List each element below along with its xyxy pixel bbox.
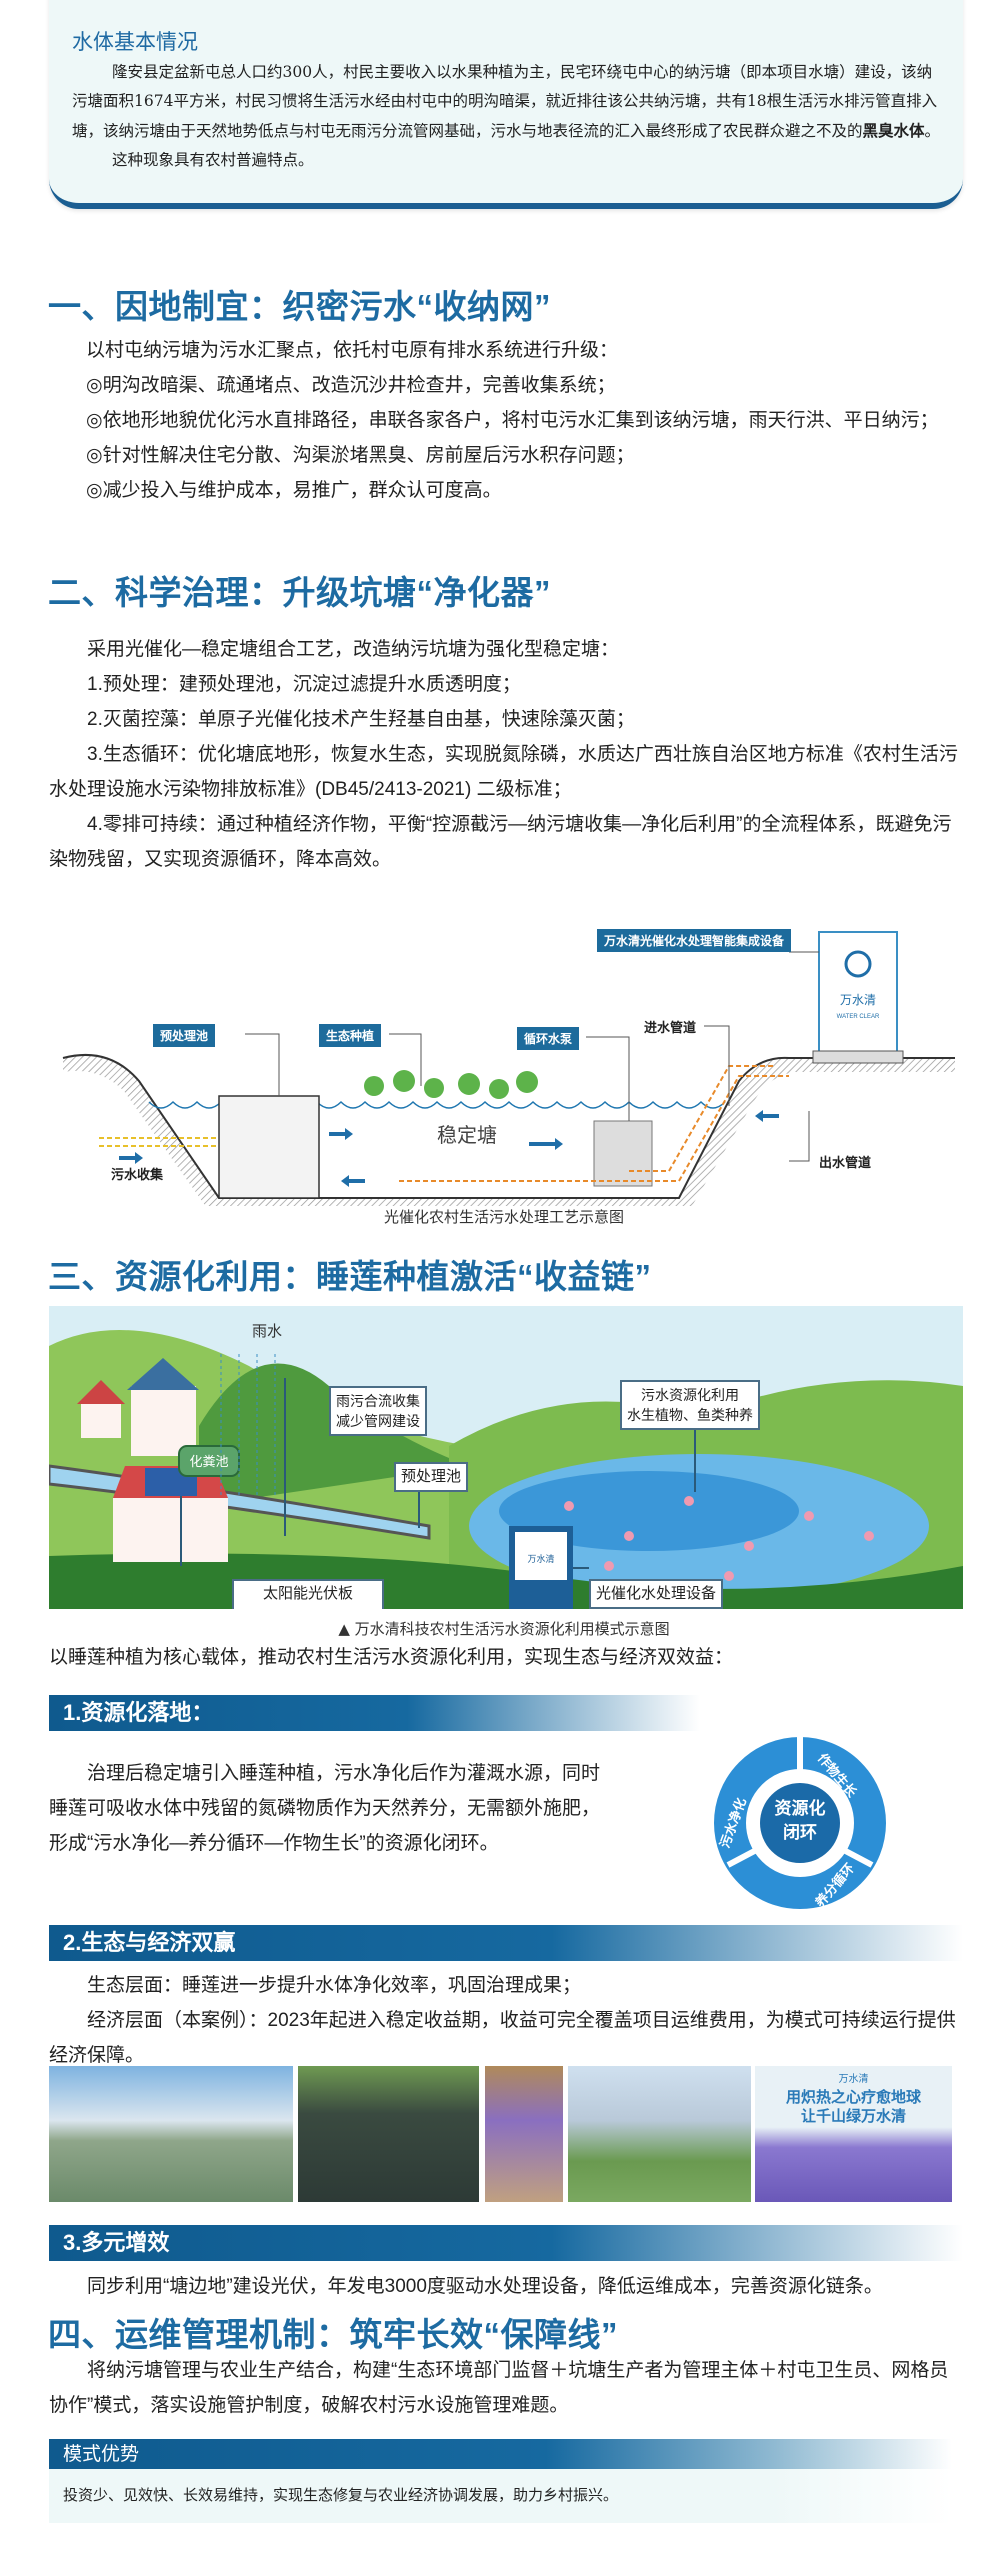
section1-title: 一、因地制宜：织密污水“收纳网” <box>48 288 551 325</box>
device-brand: 万水清 <box>840 993 876 1007</box>
resource-cycle-diagram: 资源化 闭环 作物生长 养分循环 污水净化 <box>712 1735 888 1911</box>
pretreatment-label: 预处理池 <box>153 1024 216 1047</box>
lotus-plants <box>364 1070 538 1099</box>
subsection2-text: 生态层面：睡莲进一步提升水体净化效率，巩固治理成果； 经济层面（本案例）：202… <box>49 1968 963 2073</box>
section2-item: 4.零排可持续：通过种植经济作物，平衡“控源截污—纳污塘收集—净化后利用”的全流… <box>49 814 952 870</box>
stabilization-pond-label: 稳定塘 <box>437 1124 497 1147</box>
section2-item: 2.灭菌控藻：单原子光催化技术产生羟基自由基，快速除藻灭菌； <box>87 709 635 730</box>
section3-title: 三、资源化利用：睡莲种植激活“收益链” <box>48 1258 652 1295</box>
intro-card <box>49 0 963 209</box>
subsection1-text: 治理后稳定塘引入睡莲种植，污水净化后作为灌溉水源，同时睡莲可吸收水体中残留的氮磷… <box>49 1756 609 1861</box>
resource-reuse-label: 污水资源化利用 水生植物、鱼类种养 <box>620 1380 760 1430</box>
intro-paragraph-end: 。 <box>924 122 941 140</box>
intro-paragraph: 隆安县定盆新屯总人口约300人，村民主要收入以水果种植为主，民宅环绕屯中心的纳污… <box>72 63 938 140</box>
cycle-center: 资源化 闭环 <box>774 1799 826 1842</box>
pretreatment-label: 预处理池 <box>394 1462 469 1492</box>
section2-item: 3.生态循环：优化塘底地形，恢复水生态，实现脱氮除磷，水质达广西壮族自治区地方标… <box>49 744 958 800</box>
inlet-pipe-label: 进水管道 <box>644 1020 697 1035</box>
pretreatment-tank <box>218 1095 320 1199</box>
section1-body: 以村屯纳污塘为污水汇聚点，依托村屯原有排水系统进行升级： ◎明沟改暗渠、疏通堵点… <box>86 333 966 508</box>
economy-line: 经济层面（本案例）：2023年起进入稳定收益期，收益可完全覆盖项目运维费用，为模… <box>49 2010 956 2066</box>
device-brand-en: WATER CLEAR <box>837 1014 880 1020</box>
photo-slogan: 用炽热之心疗愈地球 让千山绿万水清 <box>785 2089 921 2125</box>
photo-harvest <box>298 2066 479 2202</box>
diagram-caption: 光催化农村生活污水处理工艺示意图 <box>383 1209 624 1226</box>
section1-line: ◎明沟改暗渠、疏通堵点、改造沉沙井检查井，完善收集系统； <box>86 375 616 396</box>
photo-brand: 万水清 <box>838 2074 869 2085</box>
advantage-text: 投资少、见效快、长效易维持，实现生态修复与农业经济协调发展，助力乡村振兴。 <box>63 2486 619 2504</box>
section1-line: ◎依地形地貌优化污水直排路径，串联各家各户，将村屯污水汇集到该纳污塘，雨天行洪、… <box>86 410 939 431</box>
resource-illustration: 万水清 化粪池 雨水 雨污合流收集 减少管网建设 污水资源化利用 水生植物、鱼类… <box>49 1306 963 1609</box>
subsection3-header: 3.多元增效 <box>49 2225 963 2261</box>
rain-label: 雨水 <box>252 1323 282 1340</box>
intro-card-title: 水体基本情况 <box>72 30 198 54</box>
section2-body: 采用光催化—稳定塘组合工艺，改造纳污坑塘为强化型稳定塘： 1.预处理：建预处理池… <box>49 632 963 877</box>
intro-card-text: 隆安县定盆新屯总人口约300人，村民主要收入以水果种植为主，民宅环绕屯中心的纳污… <box>72 58 942 175</box>
cycle-ring <box>714 1735 886 1909</box>
section1-line: 以村屯纳污塘为污水汇聚点，依托村屯原有排水系统进行升级： <box>86 340 619 361</box>
device-label: 万水清光催化水处理智能集成设备 <box>597 929 792 952</box>
intro-paragraph-2: 这种现象具有农村普遍特点。 <box>112 151 314 169</box>
subsection3-text: 同步利用“塘边地”建设光伏，年发电3000度驱动水处理设备，降低运维成本，完善资… <box>87 2276 883 2297</box>
advantage-header: 模式优势 <box>49 2439 952 2469</box>
section3-intro: 以睡莲种植为核心载体，推动农村生活污水资源化利用，实现生态与经济双效益： <box>49 1647 734 1668</box>
section2-item: 1.预处理：建预处理池，沉淀过滤提升水质透明度； <box>87 674 521 695</box>
subsection2-header: 2.生态与经济双赢 <box>49 1925 963 1961</box>
process-diagram: 万水清 WATER CLEAR 稳定塘 万水清光催化水处理智能集成设备 预处理池… <box>49 906 963 1211</box>
section4-title: 四、运维管理机制：筑牢长效“保障线” <box>48 2316 618 2353</box>
solar-panel-label: 太阳能光伏板 <box>232 1579 384 1609</box>
sewage-collection-label: 污水收集 <box>111 1167 164 1182</box>
planting-label: 生态种植 <box>319 1024 382 1047</box>
subsection1-header: 1.资源化落地： <box>49 1695 700 1731</box>
treatment-device-label: 光催化水处理设备 <box>589 1579 724 1609</box>
outlet-pipe-label: 出水管道 <box>819 1155 872 1170</box>
section1-line: ◎针对性解决住宅分散、沟渠淤堵黑臭、房前屋后污水积存问题； <box>86 445 635 466</box>
photo-person <box>568 2066 751 2202</box>
resource-illustration-graphic: 万水清 化粪池 雨水 <box>49 1306 963 1609</box>
section1-line: ◎减少投入与维护成本，易推广，群众认可度高。 <box>86 480 502 501</box>
combined-collection-label: 雨污合流收集 减少管网建设 <box>329 1386 427 1436</box>
section2-title: 二、科学治理：升级坑塘“净化器” <box>48 574 551 611</box>
septic-tank-label: 化粪池 <box>189 1454 228 1469</box>
device-brand: 万水清 <box>527 1553 554 1564</box>
section4-text: 将纳污塘管理与农业生产结合，构建“生态环境部门监督＋坑塘生产者为管理主体＋村屯卫… <box>49 2353 963 2423</box>
treatment-device <box>818 931 898 1053</box>
process-diagram-graphic: 万水清 WATER CLEAR 稳定塘 <box>62 931 955 1211</box>
illustration-caption: ▲ 万水清科技农村生活污水资源化利用模式示意图 <box>338 1620 670 1638</box>
ecology-line: 生态层面：睡莲进一步提升水体净化效率，巩固治理成果； <box>87 1975 582 1996</box>
photo-banner: 万水清 用炽热之心疗愈地球 让千山绿万水清 <box>755 2066 952 2202</box>
intro-highlight: 黑臭水体 <box>862 121 925 140</box>
pump-label: 循环水泵 <box>517 1027 580 1050</box>
subsection1-paragraph: 治理后稳定塘引入睡莲种植，污水净化后作为灌溉水源，同时睡莲可吸收水体中残留的氮磷… <box>49 1763 601 1854</box>
section2-intro: 采用光催化—稳定塘组合工艺，改造纳污坑塘为强化型稳定塘： <box>87 639 620 660</box>
photo-pond <box>49 2066 293 2202</box>
section4-paragraph: 将纳污塘管理与农业生产结合，构建“生态环境部门监督＋坑塘生产者为管理主体＋村屯卫… <box>49 2360 949 2416</box>
circulation-pump <box>593 1120 653 1187</box>
photo-flowers-held <box>485 2066 563 2202</box>
